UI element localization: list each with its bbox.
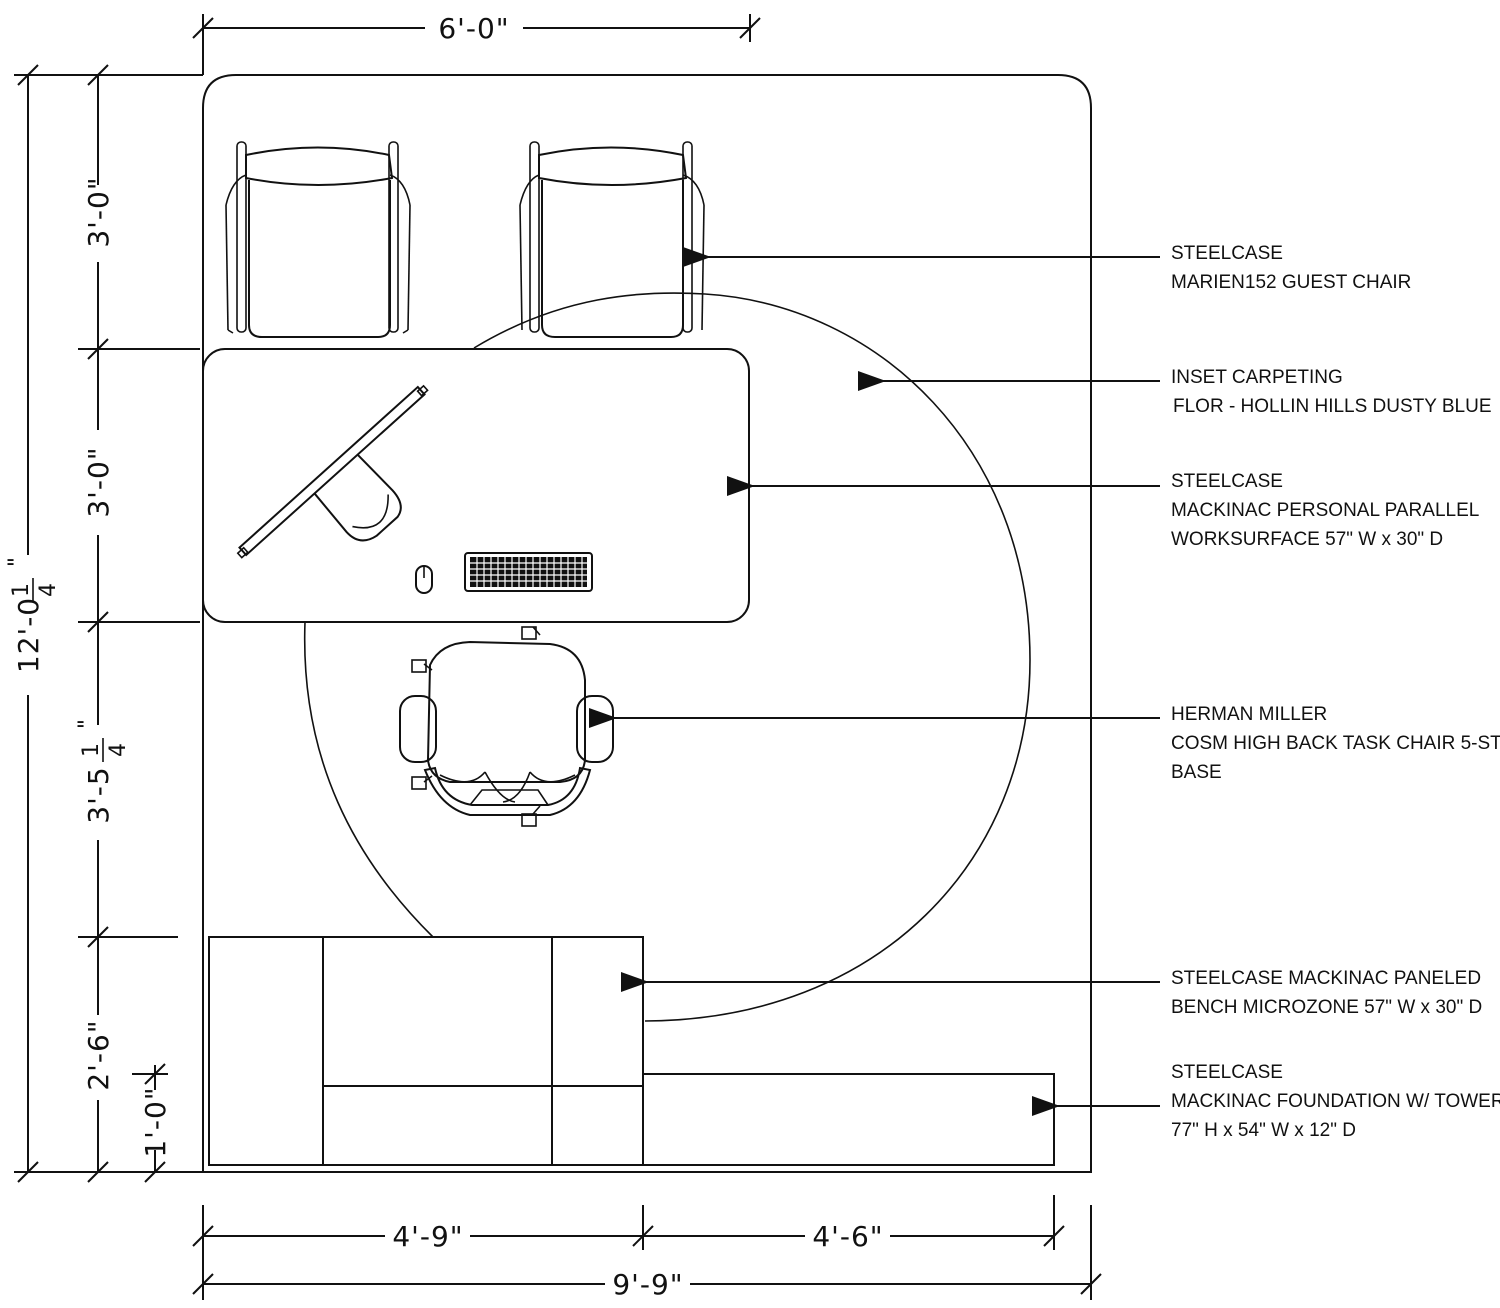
callout-leaders [589,247,1160,1116]
dim-bottom: 4'-9" 4'-6" 9'-9" [192,1195,1102,1301]
callout-line: 77" H x 54" W x 12" D [1171,1120,1356,1141]
callout-line: FLOR - HOLLIN HILLS DUSTY BLUE [1173,396,1492,417]
dim-foundation-label: 1'-0" [139,1086,172,1157]
dim-left-segments: 3'-0" 3'-0" 3'-5 1 4 " 2'-6" [75,64,200,1183]
callout-line: STEELCASE MACKINAC PANELED [1171,968,1481,989]
callout-line: WORKSURFACE 57" W x 30" D [1171,529,1443,550]
callout-task-chair: HERMAN MILLER COSM HIGH BACK TASK CHAIR … [1171,704,1500,783]
callout-line: BASE [1171,762,1222,783]
monitor-icon [236,384,429,559]
callout-line: COSM HIGH BACK TASK CHAIR 5-STAR [1171,733,1500,754]
guest-chair-icon [519,141,705,338]
keyboard-icon [464,552,593,592]
callout-foundation: STEELCASE MACKINAC FOUNDATION W/ TOWER 7… [1171,1062,1500,1141]
callout-line: MACKINAC FOUNDATION W/ TOWER [1171,1091,1500,1112]
guest-chair-left [225,141,411,338]
svg-text:4: 4 [106,743,131,757]
callout-line: HERMAN MILLER [1171,704,1327,725]
callout-line: MACKINAC PERSONAL PARALLEL [1171,500,1479,521]
carpet-rug-lower [303,621,434,938]
svg-text:1: 1 [9,583,34,597]
dim-bottom-right-label: 4'-6" [812,1220,883,1253]
dim-bottom-left-label: 4'-9" [392,1220,463,1253]
dim-foundation: 1'-0" [132,1063,172,1183]
callout-carpet: INSET CARPETING FLOR - HOLLIN HILLS DUST… [1171,367,1492,417]
guest-chair-icon [225,141,411,338]
callout-line: BENCH MICROZONE 57" W x 30" D [1171,997,1482,1018]
carpet-rug [473,292,1031,1022]
room-outline [202,74,1092,1173]
callout-line: INSET CARPETING [1171,367,1343,388]
callout-line: STEELCASE [1171,471,1283,492]
callout-worksurface: STEELCASE MACKINAC PERSONAL PARALLEL WOR… [1171,471,1479,550]
foundation-tower [642,1073,1055,1166]
dim-left-total-label: 12'-0 [12,597,45,673]
dim-top-width: 6'-0" [192,12,761,75]
callout-line: MARIEN152 GUEST CHAIR [1171,272,1411,293]
dim-bottom-total-label: 9'-9" [612,1268,683,1301]
guest-chair-right [519,141,705,338]
callout-guest-chair: STEELCASE MARIEN152 GUEST CHAIR [1171,243,1411,293]
dim-desk-zone-label: 3'-0" [82,446,115,517]
svg-text:1: 1 [79,743,104,757]
dim-bench-zone-label: 2'-6" [82,1019,115,1090]
mouse-icon [415,565,433,594]
callout-line: STEELCASE [1171,1062,1283,1083]
dim-guest-zone-label: 3'-0" [82,176,115,247]
svg-text:": " [5,557,30,567]
dim-task-zone-fraction: 1 4 " [75,719,131,762]
bench-microzone [208,936,644,1166]
svg-text:": " [75,719,100,729]
dim-left-total: 12'-0 1 4 " [5,64,203,1183]
task-chair-icon [399,626,614,827]
dim-task-zone-label: 3'-5 [82,766,115,823]
dim-top-width-label: 6'-0" [438,12,509,45]
callout-line: STEELCASE [1171,243,1283,264]
callout-bench: STEELCASE MACKINAC PANELED BENCH MICROZO… [1171,968,1482,1018]
svg-text:4: 4 [36,583,61,597]
dim-left-total-fraction: 1 4 " [5,557,61,602]
